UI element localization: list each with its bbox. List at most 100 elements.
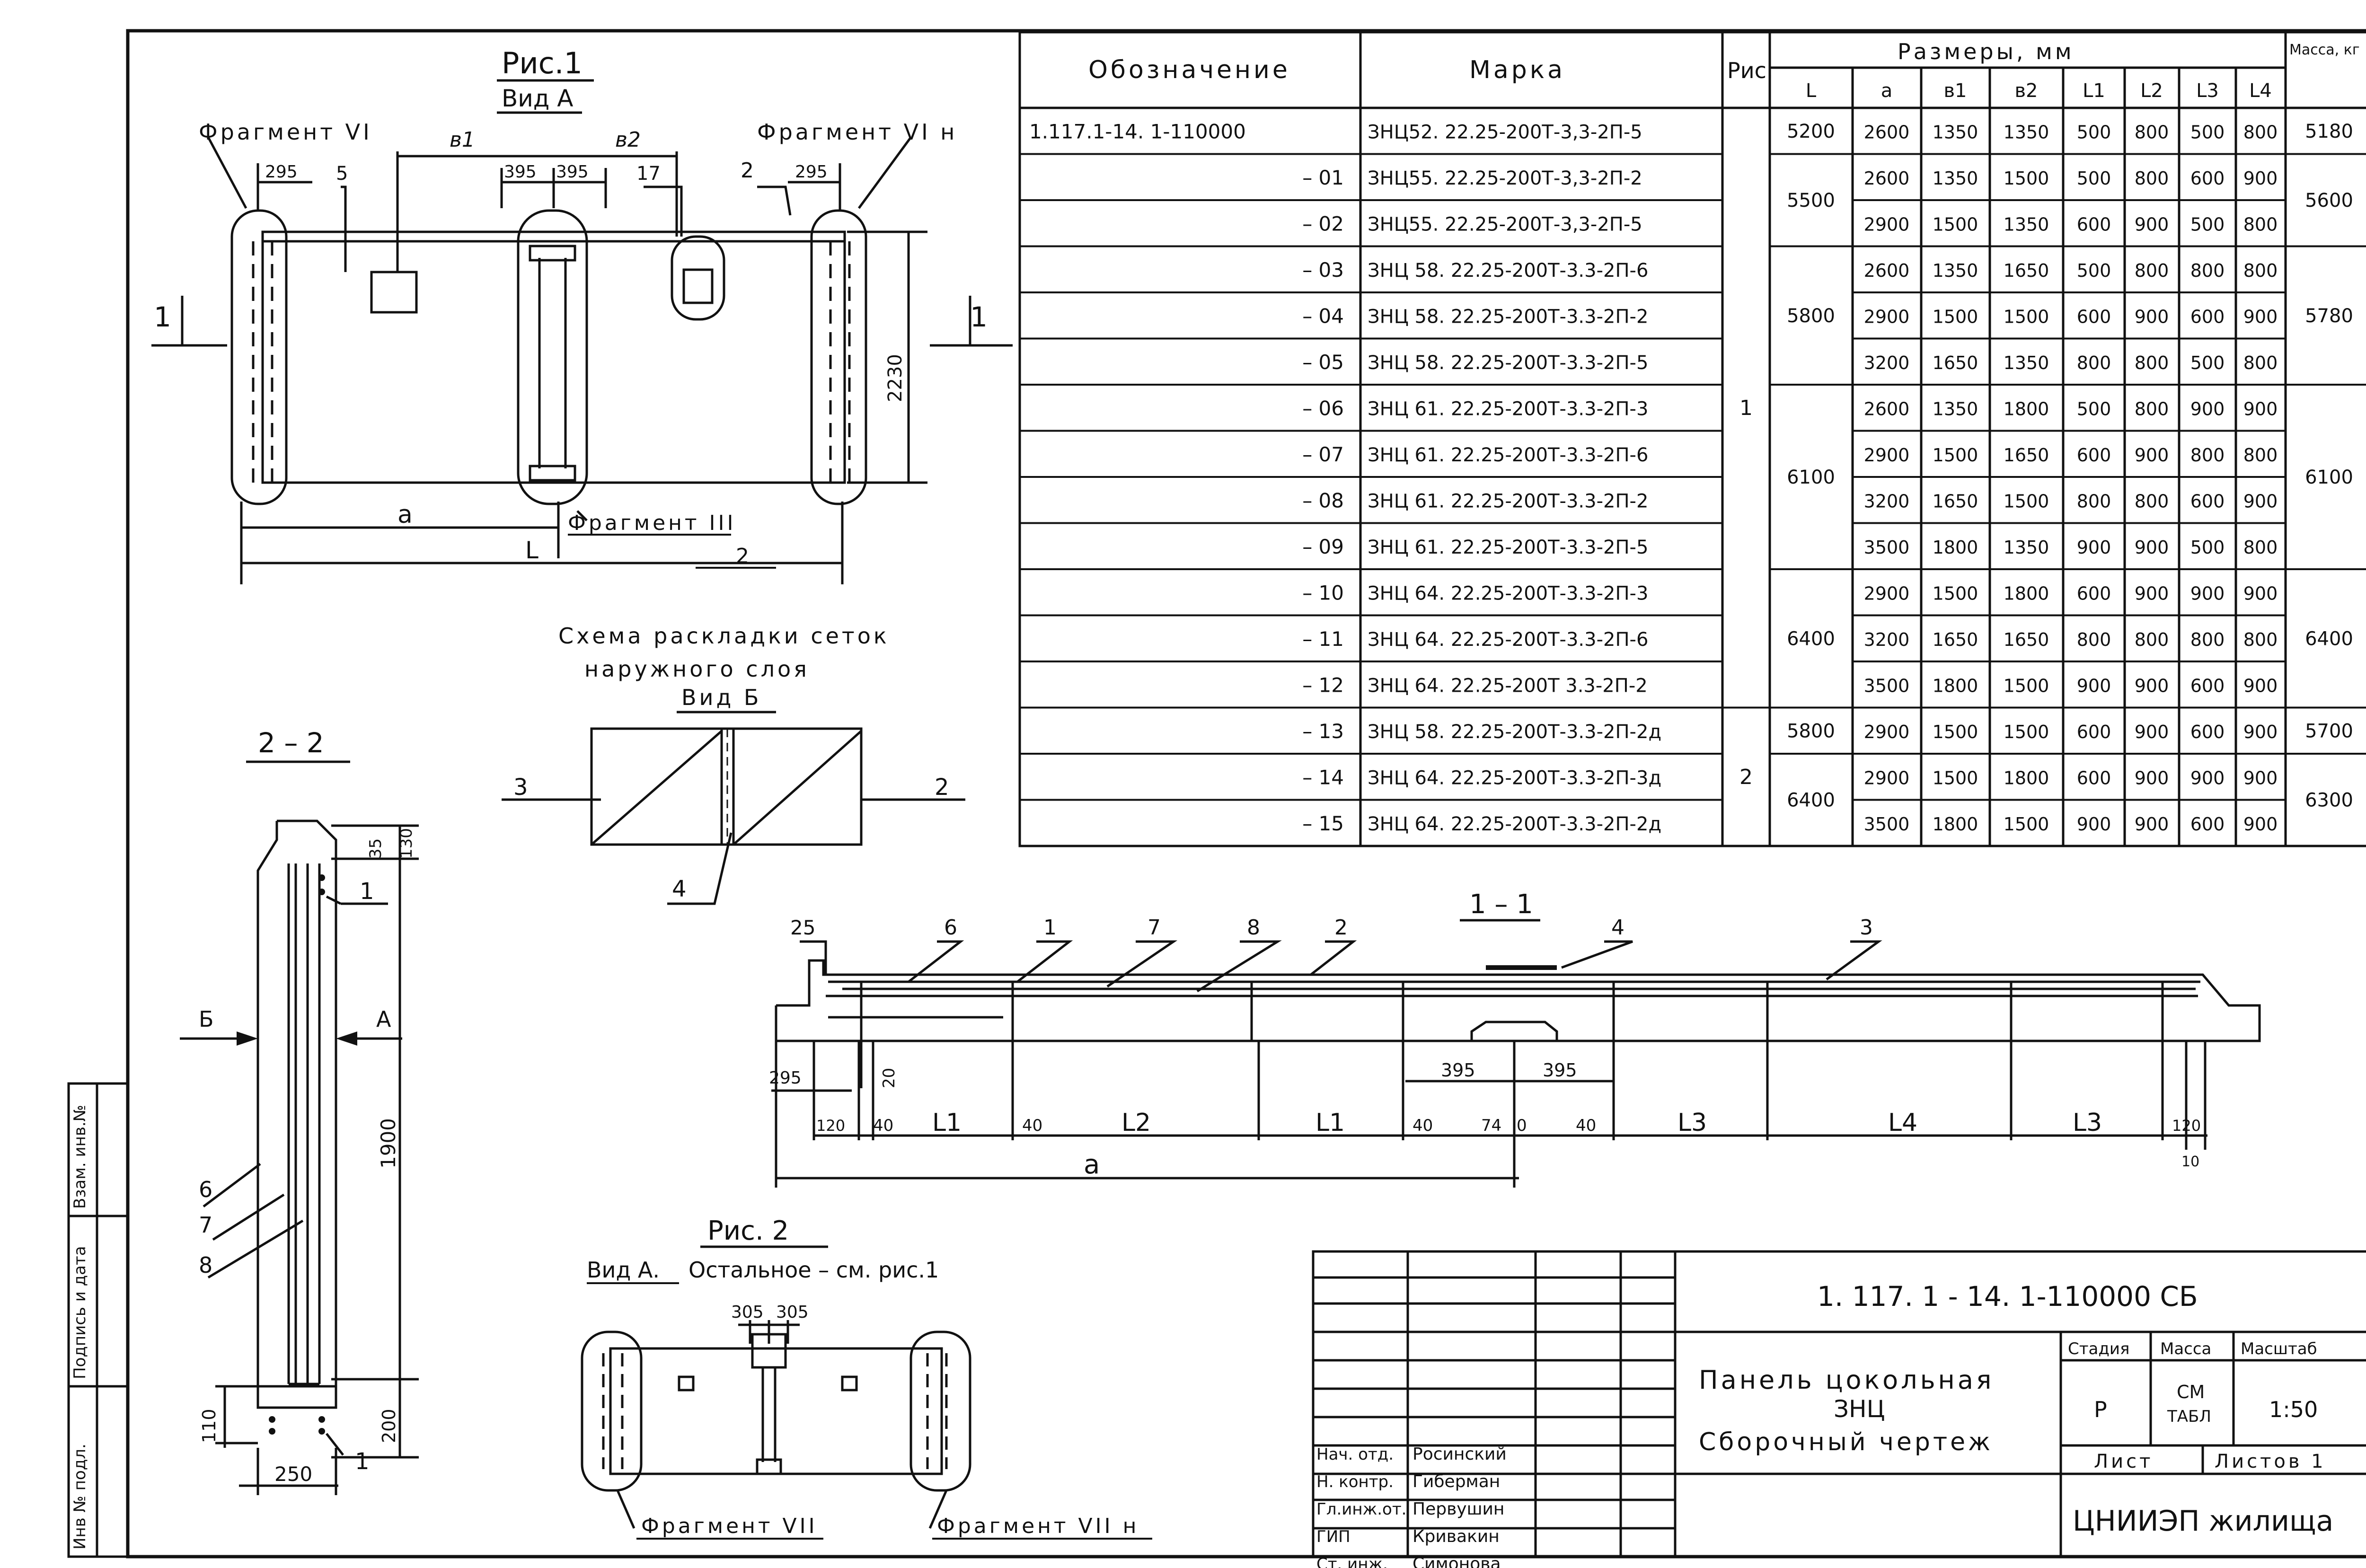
cell-size-14-1: 1500 [1933, 767, 1978, 788]
cell-size-13-4: 900 [2135, 722, 2169, 742]
cell-size-15-6: 900 [2243, 814, 2278, 835]
cell-size-10-4: 900 [2135, 583, 2169, 604]
sec11-dim-74: 74 [1481, 1116, 1501, 1135]
cell-designation-10: – 10 [1302, 581, 1344, 604]
sec11-dim-295: 295 [769, 1068, 802, 1088]
fig1-view: Вид А [502, 85, 573, 112]
fig1-dim-L: L [525, 537, 539, 564]
cell-size-6-0: 2600 [1864, 398, 1910, 419]
sec11-dim-L4: L4 [1888, 1109, 1917, 1137]
stamp-role-0: Нач. отд. [1316, 1445, 1394, 1464]
sec11-callout-4: 4 [1611, 916, 1624, 940]
cell-size-6-2: 1800 [2004, 398, 2049, 419]
fig1-callout-1-left: 1 [154, 301, 171, 333]
stamp-name-4: Симонова [1413, 1554, 1501, 1568]
fig1-dim-295b: 295 [795, 162, 828, 182]
cell-size-7-0: 2900 [1864, 445, 1910, 466]
sec22-dim-1900: 1900 [377, 1118, 400, 1169]
sec22-dim-130: 130 [397, 828, 416, 859]
sec11-dim-120b: 120 [2172, 1117, 2201, 1135]
schema-drawing [502, 727, 965, 905]
stamp-name-1: Гиберман [1413, 1472, 1500, 1491]
sec22-arrow-b-head [237, 1031, 258, 1046]
sec11-dim-10: 10 [2181, 1154, 2199, 1170]
th-sub-5: L2 [2140, 80, 2163, 102]
cell-designation-11: – 11 [1302, 627, 1344, 651]
cell-size-0-1: 1350 [1933, 122, 1978, 142]
stamp-name-2: Первушин [1413, 1499, 1504, 1519]
cell-size-11-0: 3200 [1864, 629, 1910, 650]
th-mass: Масса, кг [2289, 42, 2360, 58]
sec11-dim-0: 0 [1517, 1116, 1527, 1135]
cell-size-3-2: 1650 [2004, 260, 2049, 281]
sec22-dim-200: 200 [379, 1409, 399, 1443]
sec11-callout-1: 1 [1043, 916, 1057, 940]
cell-size-9-2: 1350 [2004, 537, 2049, 558]
cell-size-3-3: 500 [2077, 260, 2111, 281]
sec22-arrow-a: А [376, 1006, 391, 1032]
sec11-dim-a: а [1084, 1149, 1100, 1180]
schema-callout-4: 4 [672, 876, 687, 902]
cell-mass-5: 5700 [2305, 720, 2353, 742]
cell-size-2-6: 800 [2243, 214, 2278, 235]
cell-size-10-2: 1800 [2004, 583, 2049, 604]
sec22-callout-6: 6 [199, 1177, 212, 1202]
cell-size-9-6: 800 [2243, 537, 2278, 558]
cell-mark-4: ЗНЦ 58. 22.25-200Т-3.3-2П-2 [1368, 306, 1648, 327]
cell-designation-5: – 05 [1302, 351, 1344, 374]
cell-mark-7: ЗНЦ 61. 22.25-200Т-3.3-2П-6 [1368, 444, 1648, 466]
fig1-dim-395b: 395 [556, 162, 589, 182]
cell-size-14-4: 900 [2135, 767, 2169, 788]
cell-size-15-1: 1800 [1933, 814, 1978, 835]
stamp-name-0: Росинский [1413, 1445, 1507, 1464]
cell-size-2-1: 1500 [1933, 214, 1978, 235]
cell-size-2-5: 500 [2190, 214, 2225, 235]
cell-size-4-5: 600 [2190, 306, 2225, 327]
cell-designation-0: 1.117.1-14. 1-110000 [1029, 120, 1246, 143]
cell-size-10-5: 900 [2190, 583, 2225, 604]
cell-size-5-5: 500 [2190, 352, 2225, 373]
cell-size-13-2: 1500 [2004, 722, 2049, 742]
drawing-frame [126, 29, 2366, 1559]
sec11-dim-395a: 395 [1441, 1060, 1475, 1081]
cell-size-6-1: 1350 [1933, 398, 1978, 419]
cell-size-0-5: 500 [2190, 122, 2225, 142]
side-strip [67, 1082, 129, 1558]
sec11-callout-2: 2 [1334, 916, 1348, 940]
sec11-dim-40c: 40 [1413, 1116, 1433, 1135]
sec22-callout-1b: 1 [355, 1448, 370, 1475]
cell-size-12-4: 900 [2135, 675, 2169, 696]
schema-view: Вид Б [681, 685, 761, 710]
cell-size-7-2: 1650 [2004, 445, 2049, 466]
sec22-callout-1a: 1 [360, 878, 374, 905]
cell-size-5-4: 800 [2135, 352, 2169, 373]
cell-size-3-5: 800 [2190, 260, 2225, 281]
cell-mark-14: ЗНЦ 64. 22.25-200Т-3.3-2П-3д [1368, 767, 1661, 789]
cell-L-0: 5200 [1787, 121, 1835, 142]
th-sub-1: а [1881, 80, 1893, 102]
cell-size-0-3: 500 [2077, 122, 2111, 142]
sec22-drawing [180, 819, 419, 1495]
cell-mark-12: ЗНЦ 64. 22.25-200Т 3.3-2П-2 [1368, 675, 1648, 696]
fig1-fragment-iii: Фрагмент III [568, 511, 736, 535]
cell-size-11-2: 1650 [2004, 629, 2049, 650]
cell-size-4-4: 900 [2135, 306, 2169, 327]
cell-size-15-3: 900 [2077, 814, 2111, 835]
cell-size-2-2: 1350 [2004, 214, 2049, 235]
sec22-dim-250: 250 [274, 1462, 312, 1486]
sec22-dim-35: 35 [366, 838, 385, 859]
cell-designation-8: – 08 [1302, 489, 1344, 512]
schema-title-1: Схема раскладки сеток [558, 623, 890, 649]
sec22-title: 2 – 2 [258, 727, 324, 759]
th-sub-6: L3 [2196, 80, 2219, 102]
cell-size-14-0: 2900 [1864, 767, 1910, 788]
th-mark: Марка [1469, 56, 1565, 84]
fig2-title: Рис. 2 [707, 1216, 789, 1246]
cell-mark-15: ЗНЦ 64. 22.25-200Т-3.3-2П-2д [1368, 813, 1661, 835]
sec22-arrow-a-head [336, 1031, 357, 1046]
cell-mass-4: 6400 [2305, 628, 2353, 650]
cell-size-12-0: 3500 [1864, 675, 1910, 696]
cell-size-10-3: 600 [2077, 583, 2111, 604]
cell-size-9-5: 500 [2190, 537, 2225, 558]
